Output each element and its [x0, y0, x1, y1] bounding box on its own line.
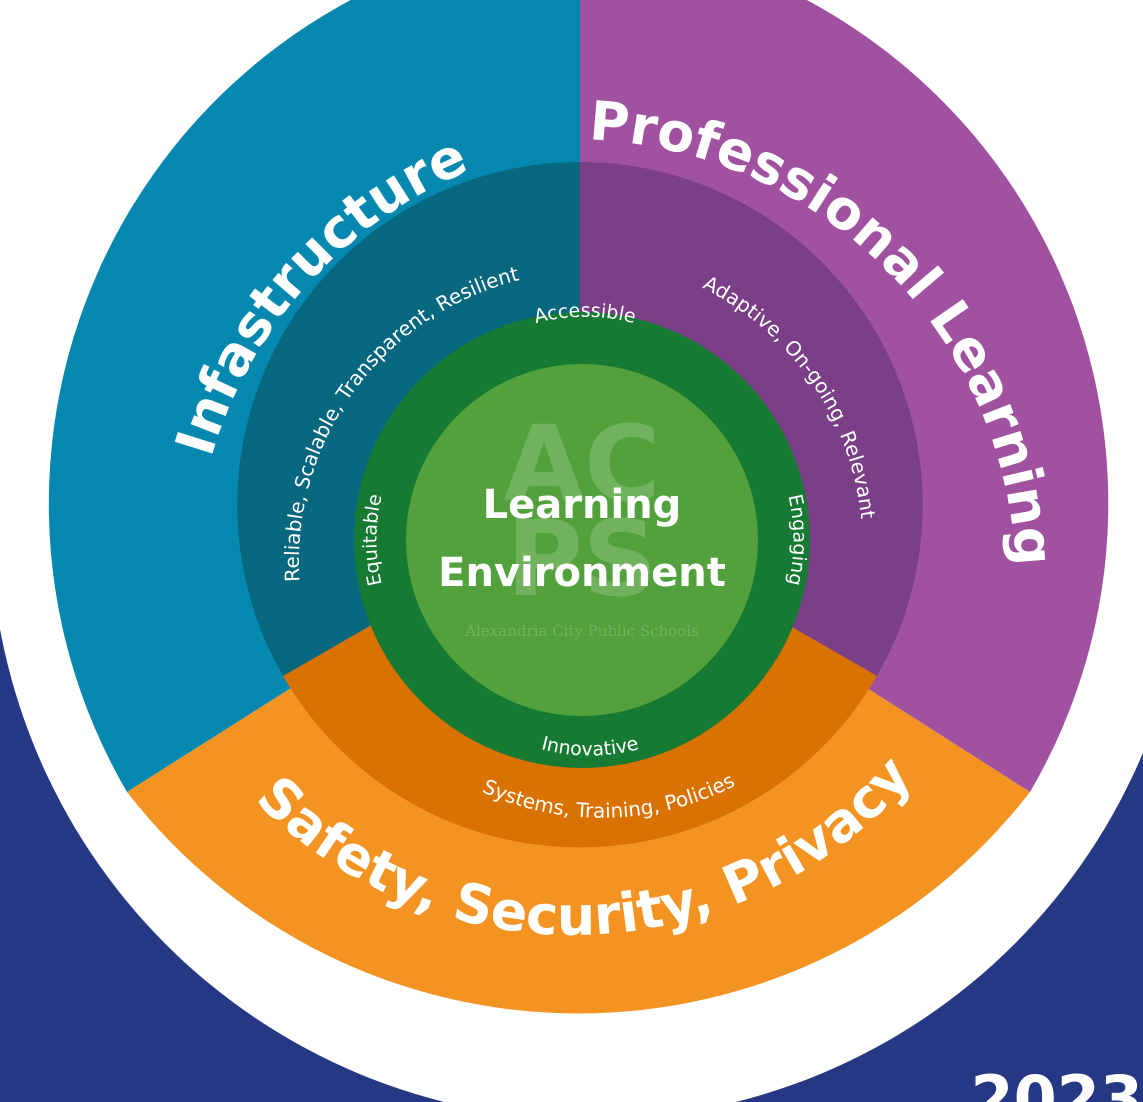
logo-letters-top: AC — [504, 403, 661, 525]
logo-letters-bottom: PS — [506, 498, 657, 620]
center-label-line2: Environment — [438, 550, 726, 596]
logo-caption: Alexandria City Public Schools — [464, 622, 698, 640]
year-label: 2023 — [970, 1062, 1143, 1102]
center-label-line1: Learning — [483, 482, 682, 528]
center-circle — [406, 364, 758, 716]
acps-logo-watermark: AC PS Alexandria City Public Schools — [464, 403, 698, 640]
